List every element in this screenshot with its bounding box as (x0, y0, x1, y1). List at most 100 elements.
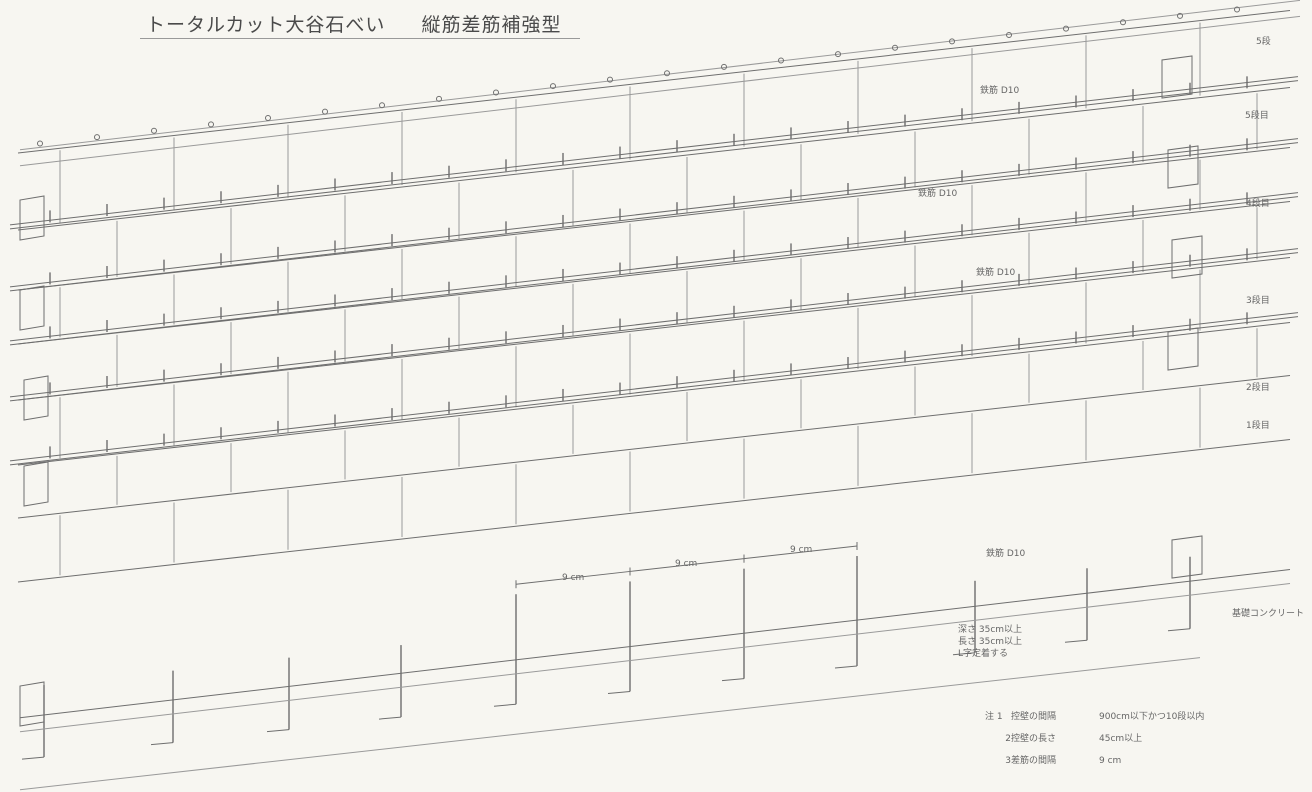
rebar-line (9, 138, 1299, 288)
note-item: 差筋の間隔 (1011, 756, 1057, 766)
anchor-bolt-icon (835, 51, 841, 58)
cap-line (19, 15, 1301, 167)
course-line (17, 257, 1291, 401)
rebar-line (9, 252, 1299, 402)
note-item: 控壁の間隔 (1011, 712, 1057, 722)
horizontal-rebars (9, 6, 1299, 466)
note-num: 注 1 (985, 712, 1003, 722)
anchor-note-line-1: 深さ 35cm以上 (958, 625, 1023, 635)
anchor-bolt-icon (1063, 25, 1069, 32)
note-num: 2 (1005, 734, 1011, 744)
anchor-bolt-icon (778, 57, 784, 64)
rebar-hook (834, 665, 858, 669)
anchor-bolt-icon (1120, 19, 1126, 26)
rebar-hook (21, 756, 45, 760)
foundation-label: 基礎コンクリート (1232, 609, 1305, 619)
anchor-note-line-3: L字定着する (958, 649, 1009, 659)
footing-line (19, 583, 1291, 733)
anchor-bolt-icon (550, 83, 556, 90)
buttress-pillar (1167, 327, 1199, 371)
dimension-line (515, 570, 631, 585)
rebar-hook (607, 690, 631, 694)
rebar-line (9, 312, 1299, 462)
foundation-footing (19, 569, 1291, 791)
wall-course-lines (17, 0, 1301, 583)
buttress-pillars (19, 55, 1203, 727)
vertical-rebars (21, 556, 1191, 760)
rebar-hook (721, 678, 745, 682)
course-label-5: 5段目 (1245, 111, 1269, 121)
anchor-bolt-icon (607, 76, 613, 83)
cap-line (19, 0, 1301, 151)
course-line (17, 322, 1291, 466)
anchor-bolt-icon (1006, 31, 1012, 38)
buttress-pillar (19, 195, 45, 241)
anchor-bolt-icon (379, 102, 385, 109)
rebar-line (9, 192, 1299, 342)
rebar-label-lower: 鉄筋 D10 (976, 268, 1016, 278)
buttress-pillar (1171, 235, 1203, 279)
course-label-3: 3段目 (1246, 296, 1270, 306)
note-row: 注 1 控壁の間隔 900cm以下かつ10段以内 (985, 706, 1204, 728)
anchor-note: 深さ 35cm以上 長さ 35cm以上 L字定着する (958, 624, 1022, 660)
diagram-title: トータルカット大谷石べい縦筋差筋補強型 (146, 10, 561, 37)
title-underline (140, 38, 580, 39)
anchor-bolt-icon (436, 95, 442, 102)
anchor-bolt-icon (265, 114, 271, 121)
anchor-bolt-icon (151, 127, 157, 134)
block-joints (59, 22, 1258, 576)
spacing-label-3: 9 cm (790, 545, 813, 555)
footing-line (19, 569, 1291, 719)
course-label-top: 5段 (1256, 37, 1271, 47)
buttress-pillar (19, 681, 45, 727)
note-value: 9 cm (1099, 756, 1122, 766)
course-label-2: 2段目 (1246, 383, 1270, 393)
note-value: 45cm以上 (1099, 734, 1143, 744)
course-line (17, 201, 1291, 345)
rebar-line (9, 142, 1299, 292)
course-line (17, 375, 1291, 519)
note-row: 2控壁の長さ 45cm以上 (985, 728, 1204, 750)
buttress-pillar (23, 461, 49, 507)
anchor-note-line-2: 長さ 35cm以上 (958, 637, 1023, 647)
course-label-1: 1段目 (1246, 421, 1270, 431)
course-label-4: 4段目 (1246, 199, 1270, 209)
rebar-hook (1064, 639, 1088, 643)
buttress-pillar (1171, 535, 1203, 579)
note-value: 900cm以下かつ10段以内 (1099, 712, 1205, 722)
buttress-pillar (23, 375, 49, 421)
anchor-bolt-icon (949, 38, 955, 45)
rebar-label-bottom: 鉄筋 D10 (986, 549, 1026, 559)
anchor-bolt-icon (37, 140, 43, 147)
anchor-bolt-icon (208, 121, 214, 128)
course-line (17, 87, 1291, 231)
rebar-hook (378, 716, 402, 720)
note-item: 控壁の長さ (1011, 734, 1057, 744)
notes-table: 注 1 控壁の間隔 900cm以下かつ10段以内 2控壁の長さ 45cm以上 3差筋の… (985, 706, 1204, 772)
buttress-pillar (1161, 55, 1193, 99)
rebar-line (9, 76, 1299, 226)
dimension-line (629, 558, 745, 572)
footing-line (19, 657, 1201, 791)
spacing-dimensions (515, 542, 858, 589)
anchor-bolt-icon (94, 134, 100, 141)
buttress-pillar (19, 285, 45, 331)
course-line (17, 439, 1291, 583)
note-num: 3 (1005, 756, 1011, 766)
dimension-line (743, 545, 858, 560)
title-main: トータルカット大谷石べい (146, 14, 386, 36)
course-line (17, 147, 1291, 291)
course-line (17, 10, 1291, 154)
anchor-bolt-icon (892, 44, 898, 51)
rebar-hook (493, 703, 517, 707)
rebar-label-mid: 鉄筋 D10 (918, 189, 958, 199)
rebar-hook (952, 652, 976, 656)
anchor-bolt-icon (1234, 6, 1240, 13)
anchor-bolt-icon (721, 63, 727, 70)
rebar-hook (150, 742, 174, 746)
spacing-label-2: 9 cm (675, 559, 698, 569)
buttress-pillar (1167, 145, 1199, 189)
anchor-bolt-icon (1177, 12, 1183, 19)
rebar-line (9, 80, 1299, 230)
